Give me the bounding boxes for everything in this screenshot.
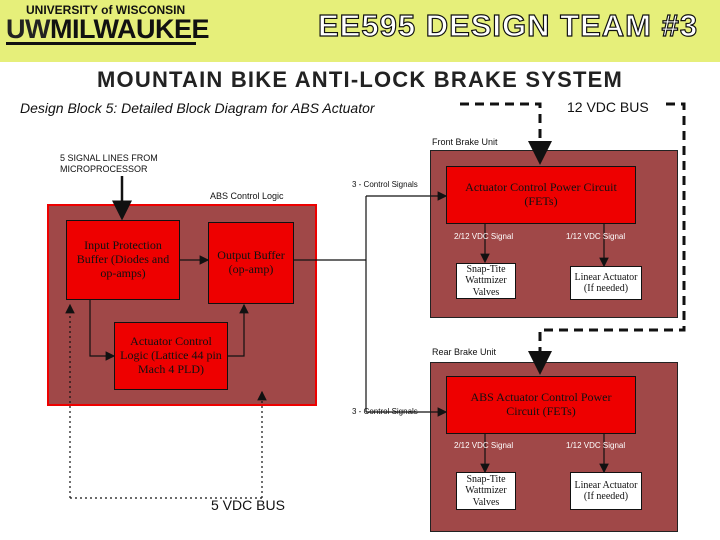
rear-actuator-block: Linear Actuator (If needed) — [570, 472, 642, 510]
rear-signal-b-label: 1/12 VDC Signal — [566, 441, 625, 450]
bus-label-5vdc: 5 VDC BUS — [211, 497, 285, 513]
logic-to-output-arrow — [228, 305, 244, 356]
front-signal-a-label: 2/12 VDC Signal — [454, 232, 513, 241]
front-power-circuit-block: Actuator Control Power Circuit (FETs) — [446, 166, 636, 224]
input-to-logic-arrow — [90, 300, 114, 356]
input-protection-buffer-block: Input Protection Buffer (Diodes and op-a… — [66, 220, 180, 300]
rear-control-signals-label: 3 - Control Signals — [352, 407, 418, 416]
signal-lines-label: 5 SIGNAL LINES FROM MICROPROCESSOR — [60, 153, 190, 175]
rear-valve-block: Snap-Tite Wattmizer Valves — [456, 472, 516, 510]
front-actuator-block: Linear Actuator (If needed) — [570, 266, 642, 300]
front-brake-unit-label: Front Brake Unit — [432, 137, 498, 147]
front-control-signals-label: 3 - Control Signals — [352, 180, 418, 189]
abs-control-logic-label: ABS Control Logic — [210, 191, 284, 201]
rear-brake-unit-label: Rear Brake Unit — [432, 347, 496, 357]
bus-12vdc-front-line — [460, 104, 540, 162]
rear-signal-a-label: 2/12 VDC Signal — [454, 441, 513, 450]
output-buffer-block: Output Buffer (op-amp) — [208, 222, 294, 304]
rear-power-circuit-block: ABS Actuator Control Power Circuit (FETs… — [446, 376, 636, 434]
actuator-control-logic-block: Actuator Control Logic (Lattice 44 pin M… — [114, 322, 228, 390]
front-signal-b-label: 1/12 VDC Signal — [566, 232, 625, 241]
front-valve-block: Snap-Tite Wattmizer Valves — [456, 263, 516, 299]
